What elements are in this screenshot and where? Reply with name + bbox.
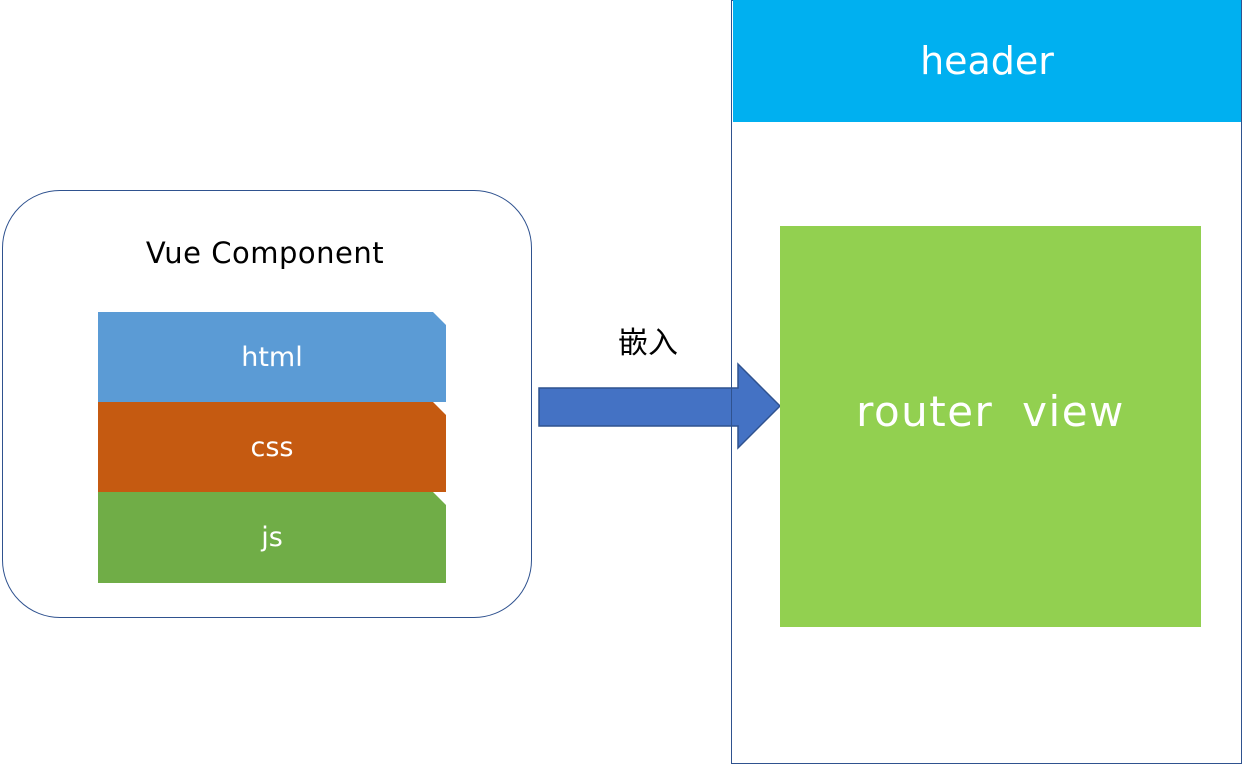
html-layer-label: html [241,341,303,373]
embed-arrow-label: 嵌入 [618,326,678,361]
router-view-block: router view [780,226,1201,627]
html-layer: html [98,312,446,402]
js-layer: js [98,492,446,583]
vue-component-title: Vue Component [145,236,385,270]
js-layer-label: js [261,522,283,553]
css-layer: css [98,402,446,492]
router-view-label: router view [856,387,1125,436]
vue-component-box [2,190,532,618]
css-layer-label: css [250,431,294,463]
embed-arrow-icon [538,362,782,450]
page-header-label: header [920,39,1054,83]
page-header: header [733,0,1241,122]
embed-arrow-shape [538,362,782,450]
